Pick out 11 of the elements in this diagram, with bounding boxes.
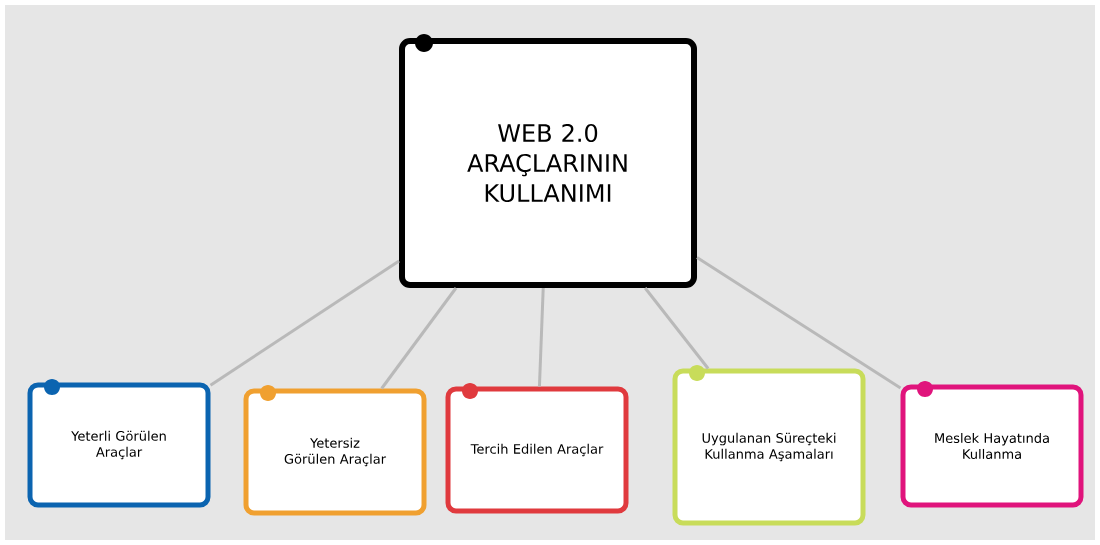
topic-box: Yetersiz Görülen Araçlar xyxy=(243,385,427,516)
connector-line xyxy=(643,287,710,370)
topic-box: Meslek Hayatında Kullanma xyxy=(900,381,1084,508)
connector-line xyxy=(696,256,902,390)
connector-line xyxy=(209,259,400,387)
topic-box: Tercih Edilen Araçlar xyxy=(445,383,629,514)
topic-box: Uygulanan Süreçteki Kullanma Aşamaları xyxy=(672,365,866,526)
connector-line xyxy=(380,287,458,390)
topic-box: Yeterli Görülen Araçlar xyxy=(27,379,211,508)
connector-line xyxy=(537,287,545,387)
title-box: WEB 2.0 ARAÇLARININ KULLANIMI xyxy=(399,34,697,288)
